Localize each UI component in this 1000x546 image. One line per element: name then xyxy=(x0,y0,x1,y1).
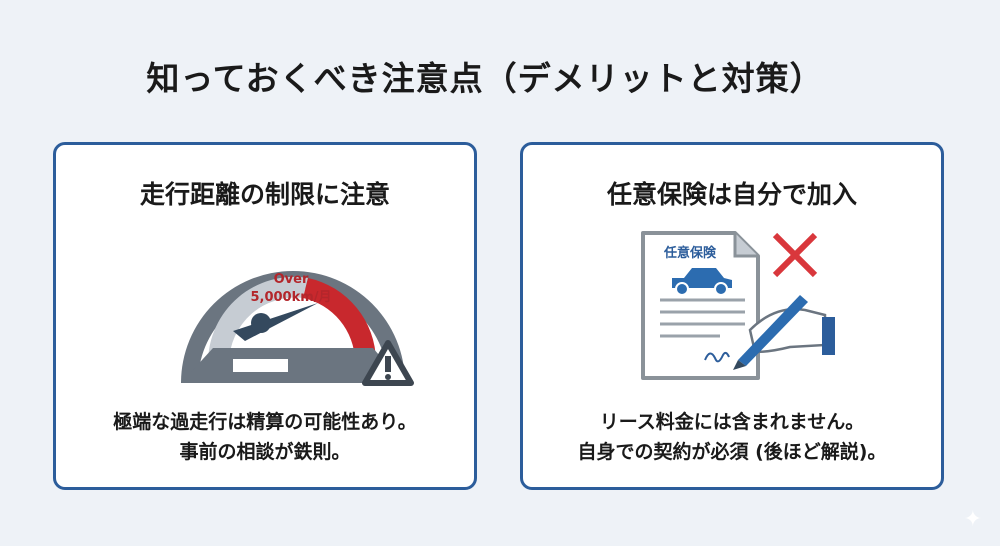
description-line: 自身での契約が必須 (後ほど解説)。 xyxy=(577,441,887,463)
gauge-label-limit: 5,000km/月 xyxy=(250,290,331,305)
speedometer-warning-icon: Over 5,000km/月 xyxy=(181,271,414,386)
gauge-label-over: Over xyxy=(274,272,309,287)
page-title: 知っておくべき注意点（デメリットと対策） xyxy=(146,59,824,98)
mileage-limit-card: 走行距離の制限に注意 Over 5,000km/月 極端な過走行は精算の可能性あ… xyxy=(53,142,477,490)
description-line: 事前の相談が鉄則。 xyxy=(179,441,351,463)
document-label: 任意保険 xyxy=(663,245,717,261)
insurance-document-sign-icon: 任意保険 xyxy=(641,231,835,380)
description-line: 極端な過走行は精算の可能性あり。 xyxy=(113,411,417,433)
card-description: リース料金には含まれません。 自身での契約が必須 (後ほど解説)。 xyxy=(523,407,941,467)
insurance-card: 任意保険は自分で加入 任意保険 リース料金には含まれません。 自身での契約が必須… xyxy=(520,142,944,490)
card-description: 極端な過走行は精算の可能性あり。 事前の相談が鉄則。 xyxy=(56,407,474,467)
sparkle-icon: ✦ xyxy=(963,507,982,532)
card-heading: 走行距離の制限に注意 xyxy=(139,180,390,209)
description-line: リース料金には含まれません。 xyxy=(599,411,865,433)
card-heading: 任意保険は自分で加入 xyxy=(606,180,857,209)
